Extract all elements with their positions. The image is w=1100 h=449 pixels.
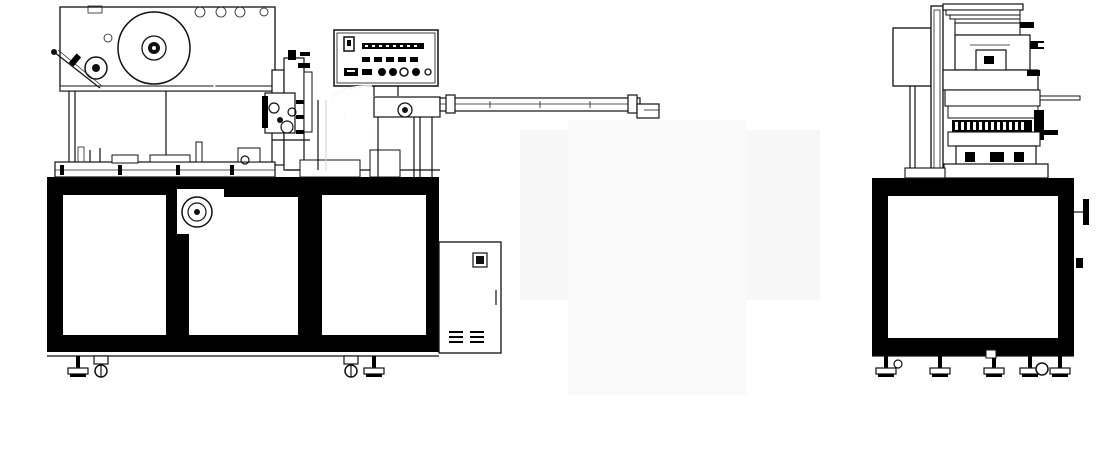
side-handwheel (1083, 199, 1089, 225)
side-base-cabinet (872, 178, 1089, 357)
side-feet (875, 349, 1071, 377)
side-elevation-view (872, 3, 1089, 377)
caster (93, 355, 109, 378)
sealing-mechanism (262, 50, 313, 171)
foot (929, 356, 951, 377)
side-knob (1076, 258, 1083, 268)
side-gear-strip (952, 120, 1032, 132)
side-upper-body (892, 3, 1081, 179)
caster (343, 355, 359, 378)
foot (67, 356, 89, 377)
foot (1049, 356, 1071, 377)
electrical-box (438, 241, 502, 354)
hand-wheel (177, 189, 224, 234)
side-cabinet-door (888, 196, 1058, 338)
front-base-cabinet (47, 177, 439, 357)
foot (363, 356, 385, 377)
film-unwind-panel (51, 5, 276, 177)
feed-conveyor-lower (54, 141, 440, 178)
infeed-conveyor-arm (373, 94, 660, 177)
foot (1019, 356, 1049, 377)
cabinet-door-left (63, 195, 166, 335)
cabinet-door-right (322, 195, 426, 335)
foot (875, 356, 903, 377)
control-panel (333, 29, 439, 96)
front-feet (67, 355, 385, 378)
heater-hose (317, 85, 373, 170)
foot (983, 349, 1005, 377)
front-elevation-view (47, 5, 660, 378)
vent-grille (449, 331, 484, 343)
ghost-panel-tall (568, 120, 746, 395)
